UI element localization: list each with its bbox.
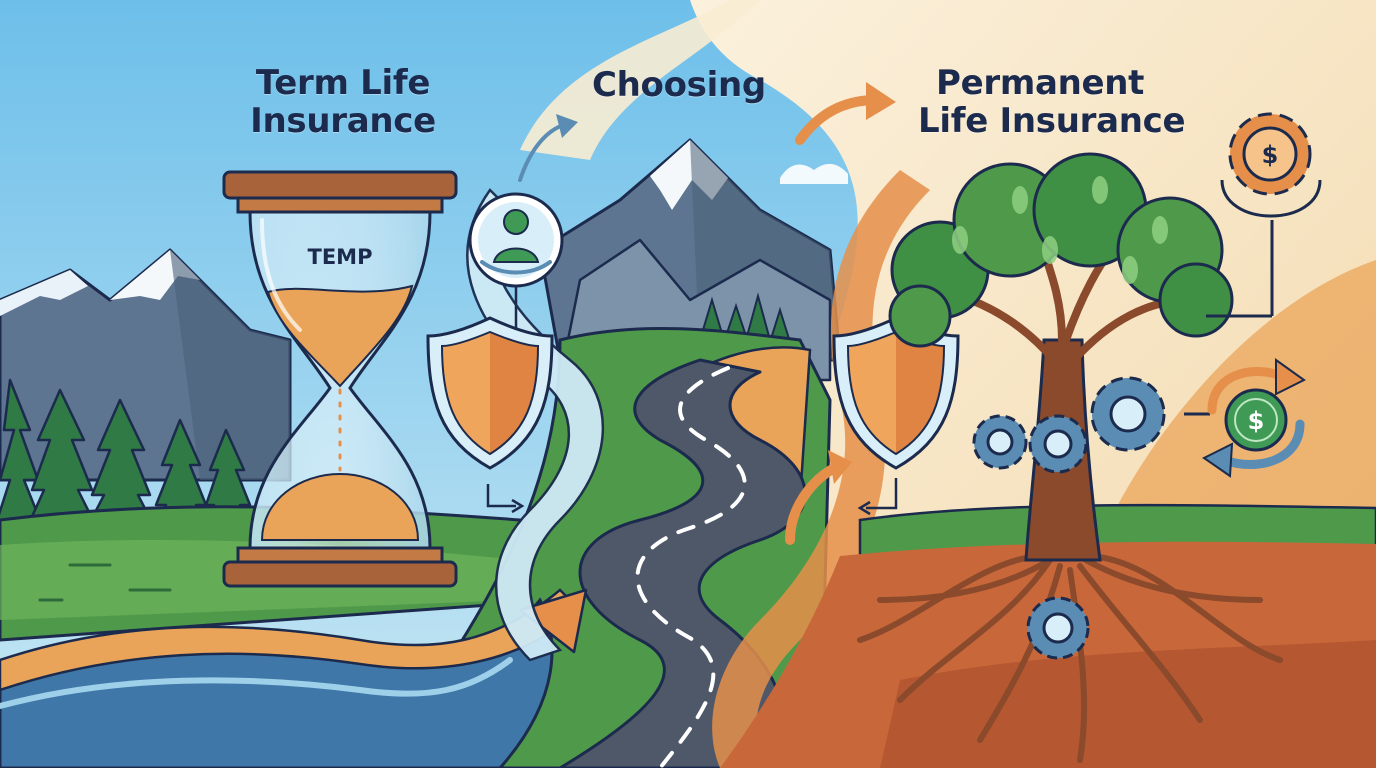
tree-roots bbox=[857, 553, 1283, 763]
road-dashes bbox=[635, 366, 747, 768]
gear-icon bbox=[972, 414, 1028, 470]
shield-icon bbox=[426, 316, 554, 514]
hourglass-icon: TEMP bbox=[222, 170, 458, 588]
permanent-life-heading-line-1: Permanent bbox=[936, 63, 1145, 103]
cloud-patch bbox=[780, 163, 848, 184]
river-highlight bbox=[0, 657, 513, 709]
hourglass-label: TEMP bbox=[308, 245, 373, 269]
grass-strokes bbox=[38, 563, 172, 602]
permanent-life-heading: Permanent Life Insurance bbox=[918, 64, 1228, 140]
dollar-gear-symbol: $ bbox=[1262, 141, 1279, 169]
dollar-gear-icon: $ bbox=[1206, 112, 1322, 318]
term-life-heading: Term Life Insurance bbox=[236, 64, 450, 140]
term-life-heading-line-2: Insurance bbox=[250, 101, 436, 141]
dollar-cycle-symbol: $ bbox=[1248, 407, 1265, 435]
permanent-life-heading-line-2: Life Insurance bbox=[918, 101, 1186, 141]
flow-arrow-right bbox=[518, 588, 588, 654]
gear-icon bbox=[1028, 414, 1088, 474]
right-soil-dark bbox=[880, 640, 1376, 768]
person-circle-icon bbox=[468, 192, 564, 330]
shield-icon bbox=[832, 316, 960, 516]
dollar-cycle-icon: $ bbox=[1184, 358, 1306, 478]
arrow-icon bbox=[518, 82, 896, 545]
choosing-heading: Choosing bbox=[592, 65, 766, 105]
gear-icon bbox=[1090, 376, 1166, 452]
gear-icon bbox=[1026, 596, 1090, 660]
warm-swirl bbox=[520, 0, 760, 160]
term-life-heading-line-1: Term Life bbox=[255, 63, 431, 103]
orange-ribbon-right bbox=[712, 170, 930, 768]
right-dune bbox=[1110, 260, 1376, 520]
tree-icon bbox=[857, 152, 1283, 763]
